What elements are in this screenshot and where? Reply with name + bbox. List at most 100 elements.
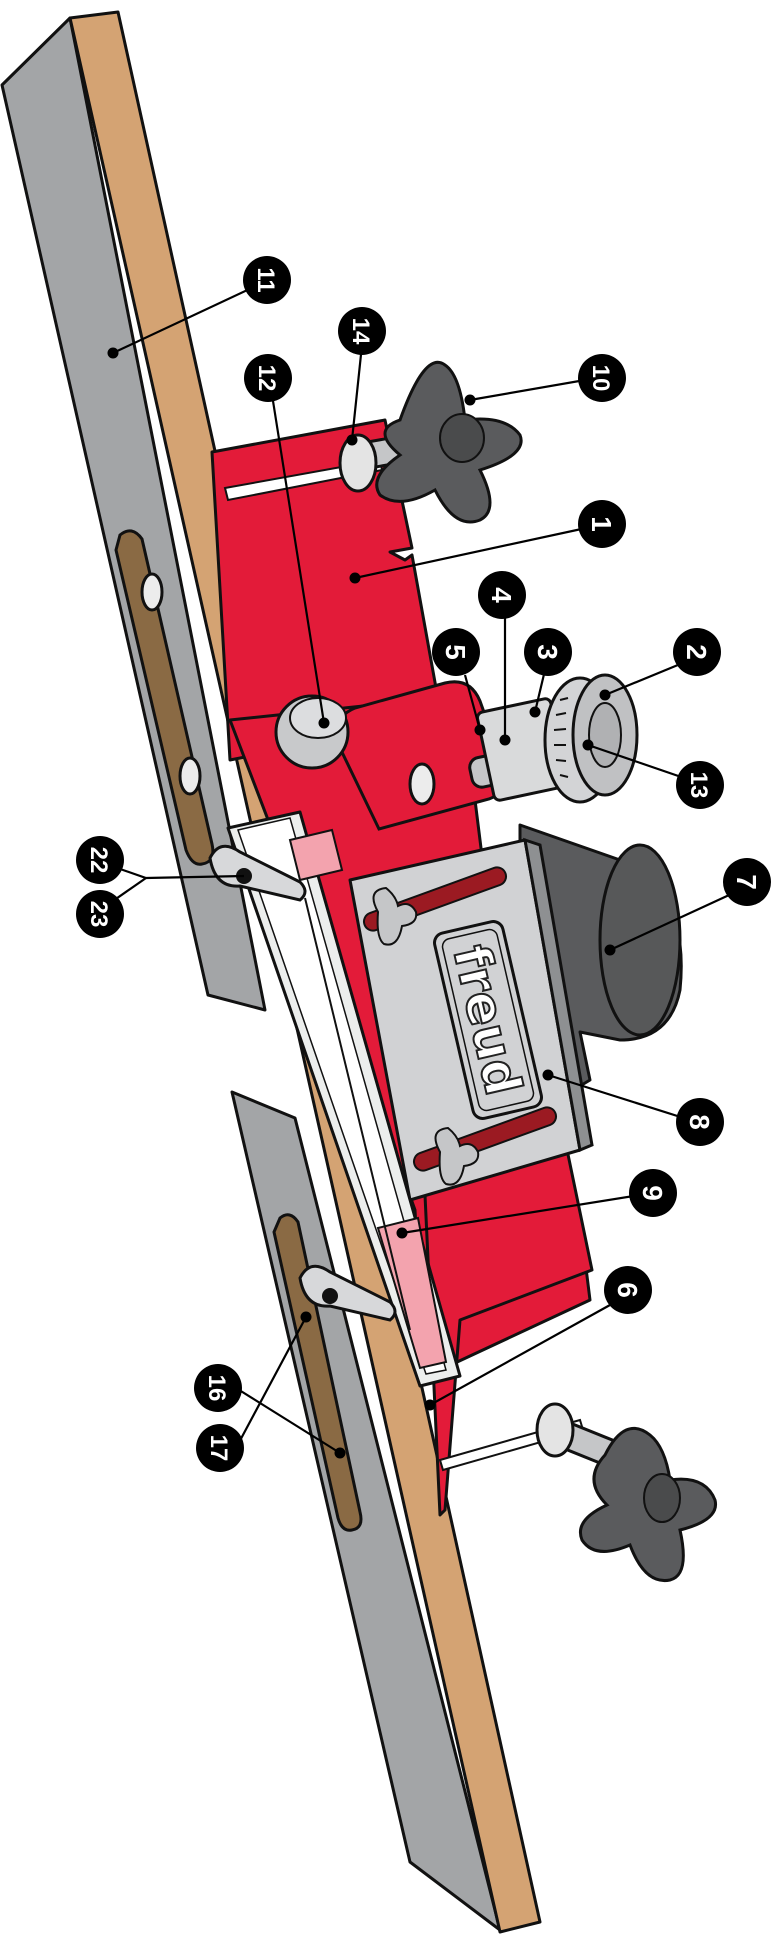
leader-10 — [469, 378, 586, 402]
anchor-dot — [424, 1399, 436, 1411]
wing-nut-icon — [434, 1126, 480, 1186]
fence-bolt-head — [178, 756, 202, 796]
fence-bolt-head — [140, 572, 164, 612]
label-13: 13 — [685, 772, 712, 799]
leader-9 — [401, 1193, 641, 1235]
label-badge-13: 13 — [676, 761, 724, 809]
adjust-dial-ticks — [553, 697, 569, 778]
leader-5 — [463, 674, 482, 731]
label-12: 12 — [253, 365, 280, 392]
leader-3 — [533, 669, 547, 713]
wing-nut-icon — [372, 886, 418, 946]
label-badge-17: 17 — [196, 1424, 244, 1472]
label-badge-22: 22 — [76, 836, 124, 884]
label-badge-16: 16 — [194, 1364, 242, 1412]
adjust-wheel-face — [588, 702, 622, 768]
leader-6 — [429, 1304, 611, 1406]
label-badges: 1 2 3 4 5 6 7 8 9 10 11 — [76, 256, 771, 1472]
label-badge-1: 1 — [578, 500, 626, 548]
anchor-dots — [107, 347, 616, 1459]
anchor-dot — [599, 689, 611, 701]
knob-lower-assembly — [535, 1402, 718, 1583]
red-body-hole — [408, 762, 436, 806]
label-3: 3 — [532, 644, 563, 660]
label-5: 5 — [440, 644, 471, 660]
label-4: 4 — [486, 587, 517, 603]
guard-pink-upper — [288, 828, 344, 882]
anchor-dot — [474, 724, 486, 736]
label-badge-12: 12 — [244, 354, 292, 402]
micro-adjust-assembly — [274, 673, 639, 804]
label-9: 9 — [637, 1185, 668, 1201]
freud-logo-inner — [441, 928, 535, 1112]
anchor-dot — [300, 1311, 312, 1323]
fence-gray-upper — [0, 16, 267, 1012]
freud-logo-frame — [433, 920, 543, 1120]
guard-bolt-lower — [322, 1288, 338, 1304]
label-10: 10 — [587, 365, 614, 392]
label-6: 6 — [612, 1282, 643, 1298]
label-badge-5: 5 — [432, 628, 480, 676]
leader-lines — [99, 284, 741, 1454]
leader-16-17 — [235, 1387, 341, 1454]
guard-clamp-upper — [208, 844, 307, 902]
label-2: 2 — [681, 644, 712, 660]
anchor-dot — [542, 1069, 554, 1081]
label-22: 22 — [85, 847, 112, 874]
anchor-dot — [396, 1227, 408, 1239]
guard-clamp-lower — [298, 1264, 397, 1322]
label-badge-2: 2 — [673, 628, 721, 676]
knob-washer-lower — [535, 1402, 575, 1458]
guard-assembly — [208, 810, 462, 1388]
label-badge-4: 4 — [478, 571, 526, 619]
leader-13 — [587, 743, 691, 782]
label-7: 7 — [731, 874, 762, 890]
motor-end-cap — [598, 843, 682, 1037]
label-badge-10: 10 — [578, 354, 626, 402]
leader-16-17b — [235, 1316, 307, 1449]
label-8: 8 — [684, 1114, 715, 1130]
label-badge-8: 8 — [676, 1098, 724, 1146]
guard-pink-lower — [376, 1216, 448, 1370]
leader-8 — [547, 1073, 691, 1122]
label-1: 1 — [586, 516, 617, 532]
label-badge-7: 7 — [723, 858, 771, 906]
anchor-dot — [349, 572, 361, 584]
anchor-dot — [529, 706, 541, 718]
label-badge-11: 11 — [243, 256, 291, 304]
anchor-dot — [499, 734, 511, 746]
knob-washer-upper — [338, 433, 378, 493]
label-14: 14 — [347, 318, 374, 345]
label-17: 17 — [205, 1435, 232, 1462]
anchor-dot — [582, 739, 594, 751]
face-plate: freud — [348, 837, 594, 1202]
label-badge-23: 23 — [76, 890, 124, 938]
anchor-dot — [107, 347, 119, 359]
leader-7 — [609, 889, 741, 951]
face-plate-side — [523, 837, 594, 1153]
label-badge-3: 3 — [524, 628, 572, 676]
anchor-dot — [346, 434, 358, 446]
knob-upper-center — [439, 413, 485, 463]
knob-lower-center — [643, 1473, 681, 1523]
label-badge-6: 6 — [604, 1266, 652, 1314]
leader-14 — [350, 344, 364, 441]
adjust-cap-nut-top — [289, 697, 347, 739]
label-badge-14: 14 — [338, 307, 386, 355]
label-23: 23 — [85, 901, 112, 928]
label-16: 16 — [203, 1375, 230, 1402]
anchor-dot — [604, 944, 616, 956]
label-badge-9: 9 — [629, 1169, 677, 1217]
leader-12 — [268, 381, 326, 724]
leader-2 — [604, 658, 691, 697]
anchor-dot — [318, 717, 330, 729]
knob-upper-assembly — [338, 360, 523, 524]
anchor-dot — [464, 394, 476, 406]
label-11: 11 — [252, 267, 279, 292]
leader-1 — [354, 523, 601, 580]
guard-divider — [304, 897, 411, 1331]
leader-11 — [112, 284, 259, 354]
anchor-dot — [334, 1447, 346, 1459]
